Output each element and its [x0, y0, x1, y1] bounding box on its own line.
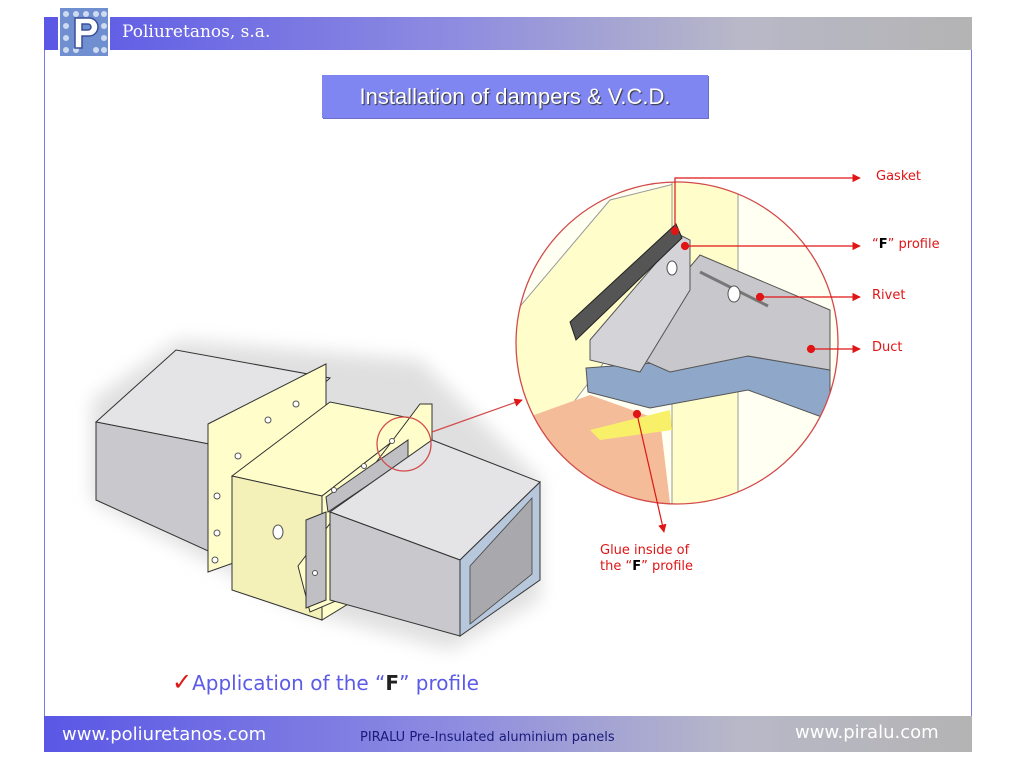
quote-open: “ — [872, 237, 879, 252]
header-bar — [44, 17, 972, 50]
slide-title: Installation of dampers & V.C.D. — [359, 83, 671, 109]
callout-leaders — [632, 173, 861, 533]
caption-pre: Application of the “ — [192, 671, 386, 695]
frame-right — [971, 50, 972, 716]
checkmark-icon: ✓ — [172, 668, 193, 696]
company-name: Poliuretanos, s.a. — [122, 22, 271, 42]
callout-f-profile: “F” profile — [872, 237, 940, 252]
callout-glue-line2: the “F” profile — [600, 559, 693, 574]
callout-gasket: Gasket — [876, 169, 921, 184]
f-letter: F — [878, 237, 888, 252]
footer-link-piralu[interactable]: www.piralu.com — [795, 722, 939, 743]
duct-assembly — [92, 340, 541, 650]
p-logo-icon — [58, 6, 110, 58]
footer-bar — [44, 716, 972, 752]
glue-pre: the “ — [600, 559, 633, 574]
glue-f-letter: F — [632, 559, 642, 574]
footer-link-poliuretanos[interactable]: www.poliuretanos.com — [62, 724, 267, 745]
callout-rivet: Rivet — [872, 288, 906, 303]
frame-left — [44, 50, 45, 716]
glue-post: ” profile — [641, 559, 694, 574]
profile-word: ” profile — [887, 237, 940, 252]
callout-duct: Duct — [872, 340, 903, 355]
footer-tagline: PIRALU Pre-Insulated aluminium panels — [360, 730, 615, 745]
detail-magnifier — [515, 181, 839, 505]
callout-glue-line1: Glue inside of — [600, 543, 690, 558]
caption: ✓Application of the “F” profile — [172, 668, 479, 696]
slide-title-box: Installation of dampers & V.C.D. — [322, 75, 708, 118]
caption-post: ” profile — [399, 671, 479, 695]
caption-f-letter: F — [385, 671, 400, 695]
